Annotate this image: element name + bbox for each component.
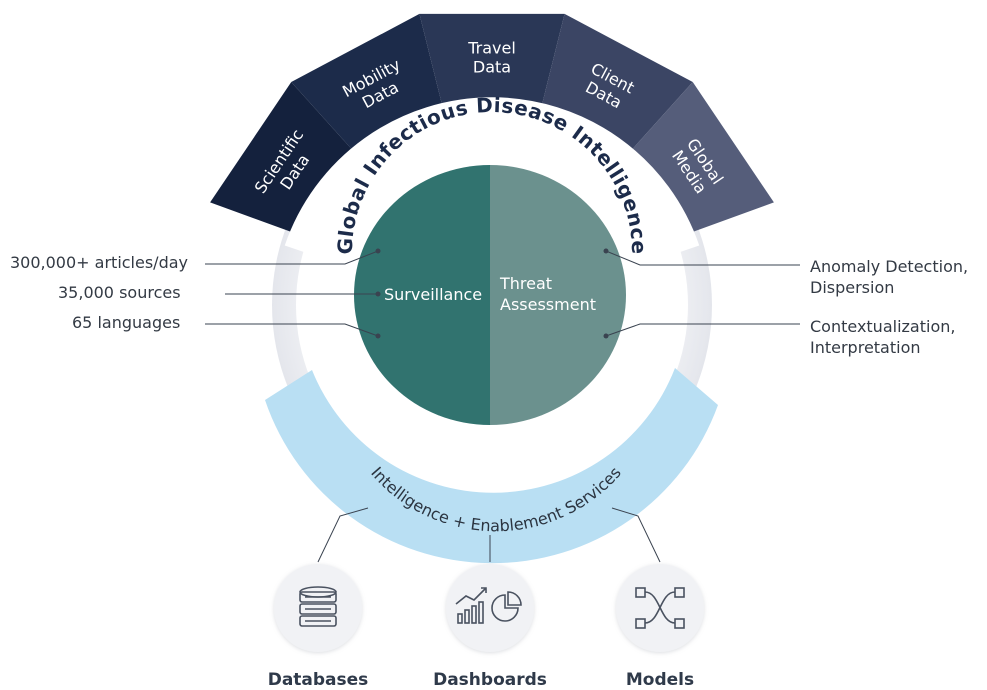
contextualization-label: Contextualization, Interpretation — [810, 316, 955, 358]
contextualization-line-1: Contextualization, — [810, 317, 956, 336]
models-label: Models — [625, 670, 695, 690]
anomaly-detection-line-1: Anomaly Detection, — [810, 257, 969, 276]
threat-assessment-line-1: Threat — [500, 274, 553, 293]
anomaly-detection-line-2: Dispersion — [810, 278, 895, 297]
segment-travel-data — [419, 13, 565, 107]
database-icon — [274, 564, 362, 652]
surveillance-half — [354, 165, 490, 425]
threat-assessment-half — [490, 165, 626, 425]
model-network-icon — [616, 564, 704, 652]
contextualization-line-2: Interpretation — [810, 338, 921, 357]
right-connectors — [605, 250, 800, 337]
threat-assessment-label: Threat Assessment — [500, 273, 596, 315]
stat-sources: 35,000 sources — [58, 283, 181, 302]
title-band — [284, 97, 700, 255]
left-connectors — [205, 250, 379, 337]
left-connector-dots — [375, 248, 381, 339]
databases-label: Databases — [267, 670, 369, 690]
services-band — [265, 368, 718, 564]
dashboard-chart-icon — [446, 564, 534, 652]
right-connector-dots — [603, 248, 609, 339]
stat-languages: 65 languages — [72, 313, 181, 332]
surveillance-label: Surveillance — [384, 285, 483, 304]
stat-articles-per-day: 300,000+ articles/day — [10, 253, 188, 272]
dashboards-label: Dashboards — [433, 670, 547, 690]
threat-assessment-line-2: Assessment — [500, 295, 596, 314]
anomaly-detection-label: Anomaly Detection, Dispersion — [810, 256, 968, 298]
output-connectors — [317, 507, 661, 563]
segment-label: GlobalMedia — [667, 135, 727, 199]
